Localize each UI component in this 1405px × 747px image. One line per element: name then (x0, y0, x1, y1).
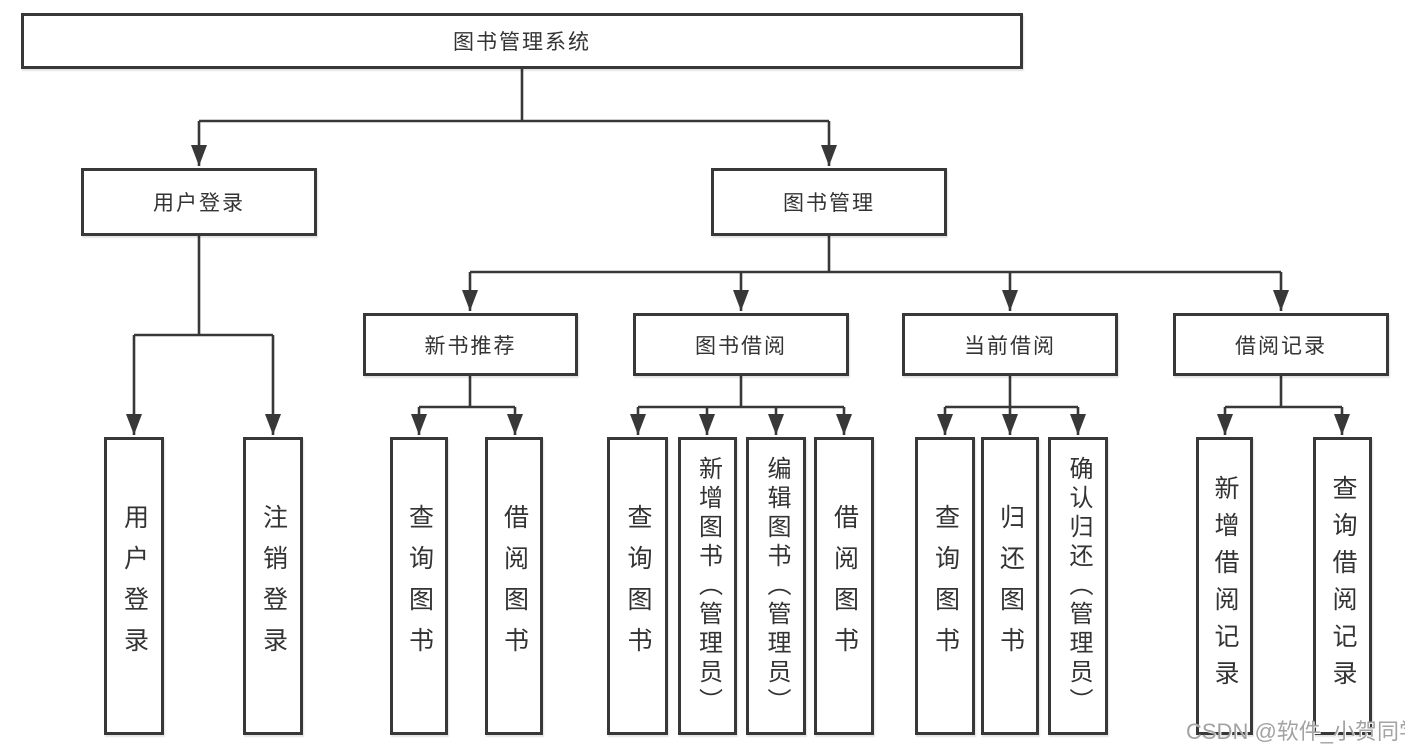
leaf-confirm-return-admin: 确认归还（管理员） (1048, 437, 1108, 735)
csdn-watermark: CSDN @软件_小贺同学 (1186, 719, 1405, 744)
leaf-label: 查询图书 (405, 504, 434, 668)
leaf-label: 查询借阅记录 (1329, 475, 1357, 697)
node-book-management: 图书管理 (711, 168, 947, 236)
leaf-label: 确认归还（管理员） (1065, 455, 1092, 717)
node-library-management-system: 图书管理系统 (21, 13, 1023, 69)
leaf-borrow-books-recommend: 借阅图书 (485, 437, 543, 735)
node-label: 图书管理系统 (453, 31, 591, 54)
leaf-query-books-current: 查询图书 (915, 437, 975, 735)
node-current-borrowing: 当前借阅 (902, 313, 1118, 376)
leaf-label: 借阅图书 (500, 504, 529, 668)
leaf-add-borrow-record: 新增借阅记录 (1196, 437, 1253, 735)
leaf-label: 新增图书（管理员） (694, 455, 722, 717)
leaf-label: 用户登录 (120, 504, 149, 668)
node-label: 用户登录 (153, 192, 245, 215)
node-label: 图书借阅 (695, 334, 787, 358)
node-new-book-recommendation: 新书推荐 (363, 313, 578, 376)
leaf-label: 编辑图书（管理员） (763, 455, 790, 717)
node-book-borrowing: 图书借阅 (633, 313, 849, 376)
node-label: 新书推荐 (424, 334, 517, 358)
node-label: 图书管理 (783, 192, 875, 215)
leaf-label: 归还图书 (996, 504, 1025, 668)
leaf-label: 查询图书 (624, 504, 652, 668)
leaf-query-borrow-record: 查询借阅记录 (1313, 437, 1372, 735)
leaf-label: 查询图书 (931, 504, 960, 668)
leaf-label: 注销登录 (259, 504, 288, 668)
leaf-add-books-admin: 新增图书（管理员） (678, 437, 737, 735)
leaf-label: 借阅图书 (830, 504, 859, 668)
node-label: 借阅记录 (1235, 334, 1327, 358)
node-label: 当前借阅 (964, 334, 1056, 358)
leaf-logout: 注销登录 (243, 437, 303, 735)
leaf-label: 新增借阅记录 (1211, 475, 1239, 697)
leaf-query-books-recommend: 查询图书 (390, 437, 448, 735)
node-user-login: 用户登录 (81, 168, 317, 236)
leaf-edit-books-admin: 编辑图书（管理员） (746, 437, 806, 735)
leaf-return-books: 归还图书 (981, 437, 1039, 735)
leaf-borrow-books: 借阅图书 (814, 437, 874, 735)
node-borrowing-records: 借阅记录 (1173, 313, 1389, 376)
leaf-user-login: 用户登录 (104, 437, 164, 735)
leaf-query-books-borrow: 查询图书 (607, 437, 668, 735)
